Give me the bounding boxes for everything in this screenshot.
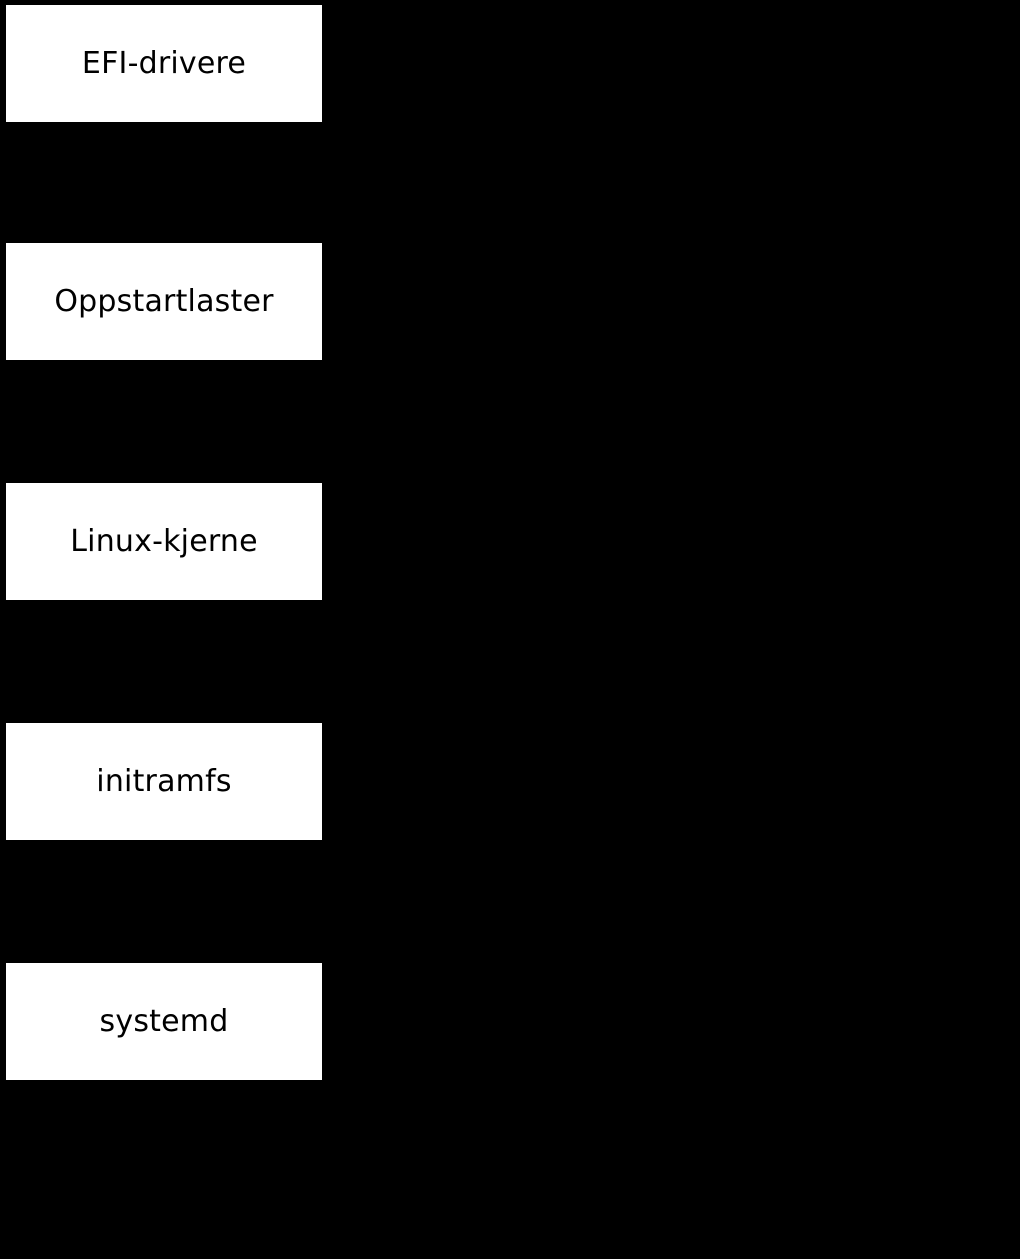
- diagram-node-label: Oppstartlaster: [54, 283, 274, 319]
- diagram-node-label: EFI-drivere: [81, 45, 247, 81]
- diagram-node-label: initramfs: [96, 763, 232, 799]
- diagram-node-oppstartlaster[interactable]: Oppstartlaster: [6, 243, 322, 360]
- diagram-node-label: systemd: [99, 1003, 229, 1039]
- diagram-node-initramfs[interactable]: initramfs: [6, 723, 322, 840]
- diagram-node-label: Linux-kjerne: [70, 523, 258, 559]
- diagram-node-efi-drivere[interactable]: EFI-drivere: [6, 5, 322, 122]
- diagram-node-systemd[interactable]: systemd: [6, 963, 322, 1080]
- diagram-node-linux-kjerne[interactable]: Linux-kjerne: [6, 483, 322, 600]
